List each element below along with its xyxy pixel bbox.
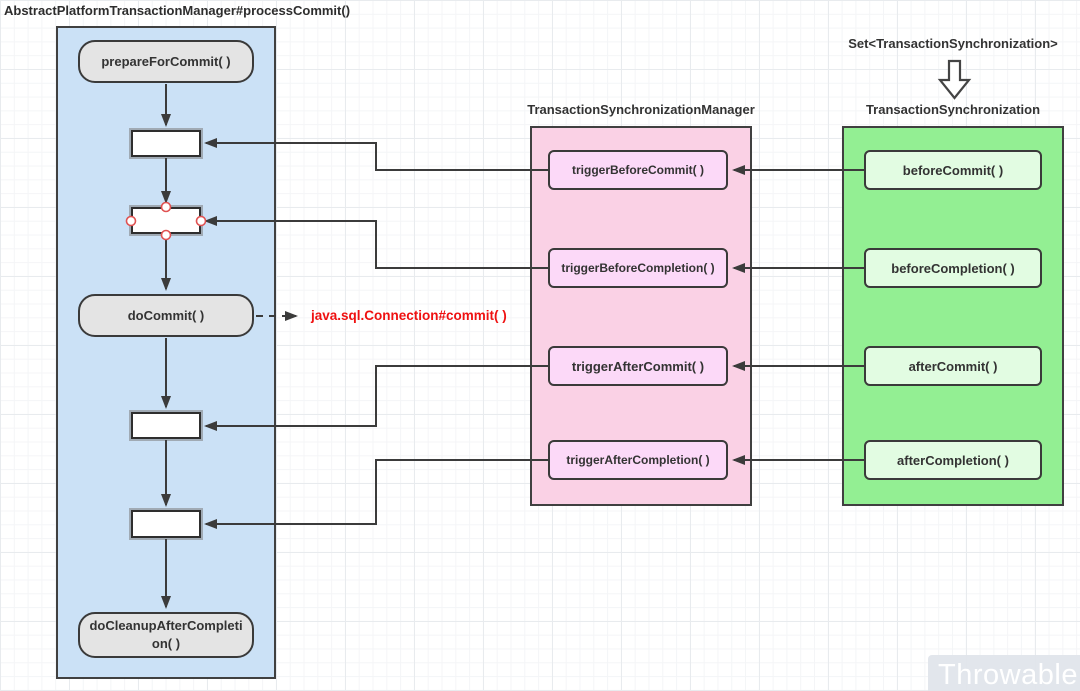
set-of-sync-label: Set<TransactionSynchronization> (848, 36, 1058, 51)
node-trigger-after-commit[interactable]: triggerAfterCommit( ) (548, 346, 728, 386)
manager-column-header: TransactionSynchronizationManager (527, 102, 755, 117)
diagram-title: AbstractPlatformTransactionManager#proce… (4, 3, 351, 18)
node-before-commit[interactable]: beforeCommit( ) (864, 150, 1042, 190)
node-before-commit-label: beforeCommit( ) (902, 162, 1004, 178)
watermark-badge: Throwable (928, 655, 1080, 691)
node-after-commit[interactable]: afterCommit( ) (864, 346, 1042, 386)
node-do-commit-label: doCommit( ) (127, 308, 205, 323)
node-trigger-after-completion-label: triggerAfterCompletion( ) (566, 453, 710, 467)
external-call-label: java.sql.Connection#commit( ) (311, 308, 507, 323)
node-trigger-before-completion-label: triggerBeforeCompletion( ) (561, 261, 715, 275)
node-prepare-for-commit-label: prepareForCommit( ) (101, 54, 231, 69)
node-before-completion[interactable]: beforeCompletion( ) (864, 248, 1042, 288)
node-do-cleanup-after-completion[interactable]: doCleanupAfterCompletion( ) (78, 612, 254, 658)
watermark-text: Throwable (938, 659, 1078, 691)
node-trigger-before-completion[interactable]: triggerBeforeCompletion( ) (548, 248, 728, 288)
process-step-box-2-selected[interactable] (131, 207, 201, 234)
block-down-arrow[interactable] (937, 59, 972, 100)
process-step-box-3[interactable] (131, 412, 201, 439)
node-trigger-after-commit-label: triggerAfterCommit( ) (571, 358, 705, 374)
node-trigger-after-completion[interactable]: triggerAfterCompletion( ) (548, 440, 728, 480)
node-trigger-before-commit-label: triggerBeforeCommit( ) (571, 163, 704, 177)
node-prepare-for-commit[interactable]: prepareForCommit( ) (78, 40, 254, 83)
node-after-commit-label: afterCommit( ) (908, 358, 998, 374)
node-trigger-before-commit[interactable]: triggerBeforeCommit( ) (548, 150, 728, 190)
sync-column-header: TransactionSynchronization (865, 102, 1041, 117)
process-step-box-4[interactable] (131, 510, 201, 538)
process-column[interactable] (56, 26, 276, 679)
node-after-completion[interactable]: afterCompletion( ) (864, 440, 1042, 480)
node-before-completion-label: beforeCompletion( ) (891, 260, 1015, 276)
node-do-cleanup-label: doCleanupAfterCompletion( ) (89, 618, 243, 651)
node-do-commit[interactable]: doCommit( ) (78, 294, 254, 337)
process-step-box-1[interactable] (131, 130, 201, 157)
node-after-completion-label: afterCompletion( ) (897, 452, 1009, 468)
